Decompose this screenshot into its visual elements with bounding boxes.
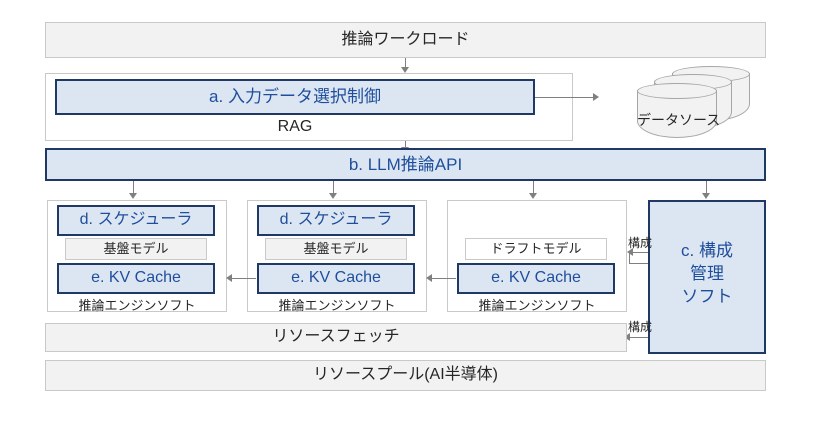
arrow-llm-to-config-head — [702, 193, 710, 199]
llm-inference-api-box[interactable]: b. LLM推論API — [45, 148, 766, 181]
engine-3-model-label: ドラフトモデル — [490, 240, 582, 256]
resource-pool-label: リソースプール(AI半導体) — [313, 366, 498, 384]
workload-bar: 推論ワークロード — [45, 22, 766, 58]
arrow-workload-to-rag-line — [405, 58, 406, 69]
arrow-llm-to-engine3-line — [533, 181, 534, 195]
engine-2-caption: 推論エンジンソフト — [278, 298, 396, 313]
arrow-engine2-to-engine1-head — [226, 274, 232, 282]
arrow-engine3-to-engine2-head — [426, 274, 432, 282]
engine-2-scheduler-box[interactable]: d. スケジューラ — [257, 205, 415, 236]
arrow-rag-to-datasource-line — [535, 97, 595, 98]
config-arrow-label-lower: 構成 — [628, 320, 653, 334]
arrow-rag-to-datasource-head — [593, 93, 599, 101]
arrow-llm-to-config-line — [706, 181, 707, 195]
resource-fetch-label: リソースフェッチ — [272, 328, 400, 346]
arrow-llm-to-engine2-line — [333, 181, 334, 195]
llm-inference-api-label: b. LLM推論API — [348, 154, 463, 174]
config-management-line-1: c. 構成 — [681, 241, 733, 260]
config-management-line-2: 管理 — [690, 263, 724, 283]
arrow-llm-to-engine3-head — [529, 193, 537, 199]
workload-label: 推論ワークロード — [341, 30, 470, 48]
arrow-engine3-to-engine2-line — [428, 278, 456, 279]
config-management-software-box[interactable]: c. 構成 管理 ソフト — [648, 200, 766, 354]
resource-fetch-bar: リソースフェッチ — [45, 323, 627, 352]
arrow-config-to-fetch-line — [626, 337, 648, 338]
datasource-label: データソース — [637, 112, 721, 128]
config-arrow-label-upper: 構成 — [628, 236, 653, 250]
engine-1-scheduler-box[interactable]: d. スケジューラ — [57, 205, 215, 236]
engine-3-caption: 推論エンジンソフト — [478, 298, 596, 313]
arrow-workload-to-rag-head — [401, 67, 409, 73]
engine-3-kv-cache-label: e. KV Cache — [491, 269, 581, 287]
engine-3-model-box: ドラフトモデル — [465, 238, 607, 260]
resource-pool-bar: リソースプール(AI半導体) — [45, 360, 766, 391]
engine-1-kv-cache-box[interactable]: e. KV Cache — [57, 263, 215, 294]
arrow-config-to-engine3-line — [629, 252, 648, 253]
engine-1-model-label: 基盤モデル — [103, 240, 169, 256]
arrow-llm-to-engine2-head — [329, 193, 337, 199]
rag-label: RAG — [277, 117, 313, 135]
arrow-llm-to-engine1-line — [133, 181, 134, 195]
engine-1-scheduler-label: d. スケジューラ — [79, 211, 193, 229]
arrow-config-to-engine3-drop — [629, 252, 630, 264]
arrow-config-to-engine3-return — [629, 263, 648, 264]
arrow-engine2-to-engine1-line — [228, 278, 256, 279]
arrow-llm-to-engine1-head — [129, 193, 137, 199]
engine-2-kv-cache-box[interactable]: e. KV Cache — [257, 263, 415, 294]
engine-3-kv-cache-box[interactable]: e. KV Cache — [457, 263, 615, 294]
engine-1-caption: 推論エンジンソフト — [78, 298, 196, 313]
engine-2-model-box: 基盤モデル — [265, 238, 407, 260]
input-data-selection-control-label: a. 入力データ選択制御 — [209, 87, 381, 107]
config-management-line-3: ソフト — [681, 286, 733, 306]
engine-1-kv-cache-label: e. KV Cache — [91, 269, 181, 287]
input-data-selection-control-box[interactable]: a. 入力データ選択制御 — [55, 79, 535, 115]
engine-1-model-box: 基盤モデル — [65, 238, 207, 260]
arrow-rag-to-llm-line — [405, 141, 406, 149]
arrow-config-to-engine3-head — [627, 248, 633, 256]
engine-2-model-label: 基盤モデル — [303, 240, 369, 256]
arrow-config-to-fetch-head — [624, 333, 630, 341]
engine-2-kv-cache-label: e. KV Cache — [291, 269, 381, 287]
engine-2-scheduler-label: d. スケジューラ — [279, 211, 393, 229]
